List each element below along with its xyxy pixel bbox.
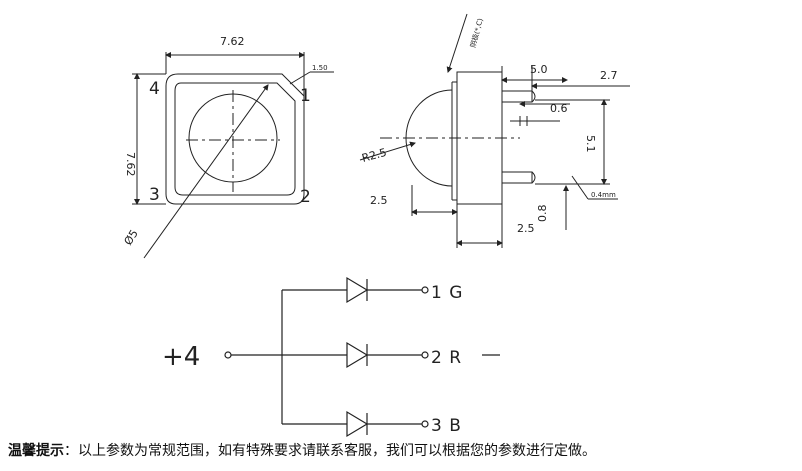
diode-r	[346, 341, 369, 369]
pin-label-3: 3	[149, 185, 160, 205]
side-top-dim-1: 5.0	[530, 63, 548, 76]
diode-g	[346, 276, 369, 304]
lead-bottom	[501, 171, 533, 184]
pin-label-4: 4	[149, 79, 160, 99]
width-dim-label: 7.62	[220, 35, 245, 48]
footer-note: 温馨提示：以上参数为常规范围，如有特殊要求请联系客服，我们可以根据您的参数进行定…	[8, 440, 798, 460]
thickness-dim: 0.8	[536, 205, 549, 223]
radius-label: R2.5	[360, 146, 388, 165]
front-view	[132, 52, 334, 259]
side-left-dim: 2.5	[370, 194, 388, 207]
output-b-label: 3 B	[431, 416, 462, 436]
pin-label-1: 1	[300, 86, 311, 106]
chamfer-dim-label: 1.50	[312, 64, 328, 72]
side-view	[359, 13, 630, 248]
footer-text: ：以上参数为常规范围，如有特殊要求请联系客服，我们可以根据您的参数进行定做。	[64, 443, 596, 459]
lead-top	[501, 90, 533, 103]
footer-label: 温馨提示	[8, 443, 64, 459]
package-inner	[174, 82, 296, 196]
pin-label-2: 2	[300, 187, 311, 207]
diode-b	[346, 410, 369, 438]
lead-tip-label: 0.4mm	[591, 191, 616, 199]
diameter-leader	[143, 84, 269, 259]
lens-diameter-label: Ø5	[122, 227, 141, 247]
side-top-dim-2: 2.7	[600, 69, 618, 82]
height-dim-label: 7.62	[124, 152, 137, 177]
schematic	[224, 276, 500, 438]
output-r-label: 2 R	[431, 348, 462, 368]
schematic-input-label: +4	[162, 342, 200, 372]
cathode-note: 阴极(*,C)	[468, 17, 485, 49]
output-g-label: 1 G	[431, 283, 463, 303]
side-bottom-dim: 2.5	[517, 222, 535, 235]
lead-dia-label: 0.6	[550, 102, 568, 115]
package-outline	[165, 73, 305, 205]
pitch-label: 5.1	[584, 135, 597, 153]
